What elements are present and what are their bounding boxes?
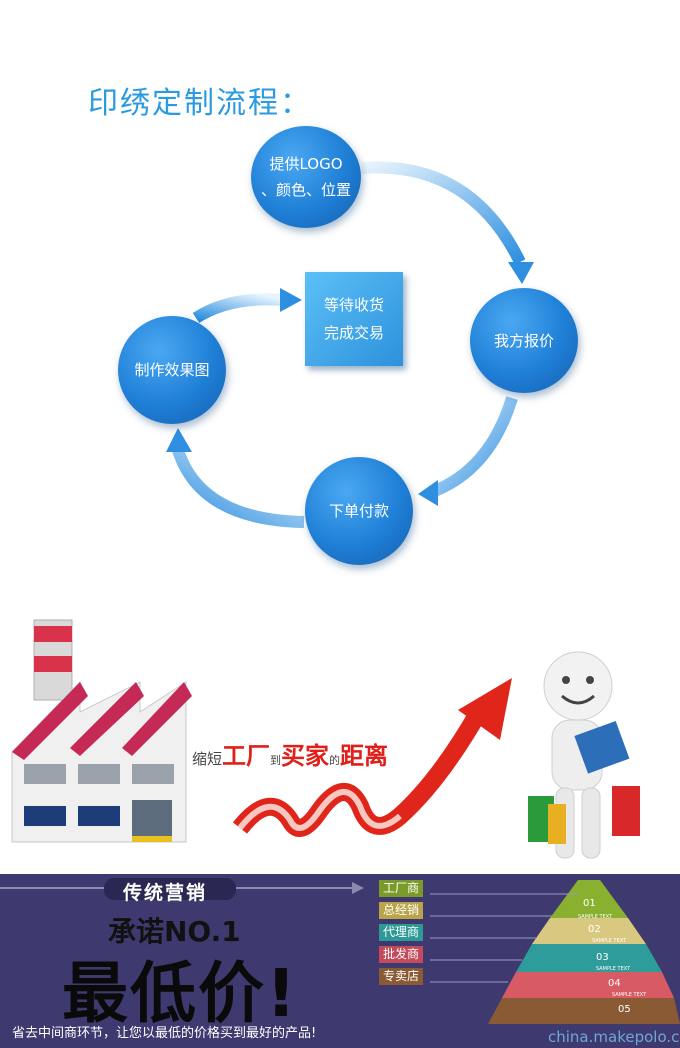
arrow-3-to-4 [172, 448, 305, 528]
step-provide-logo: 提供LOGO 、颜色、位置 [251, 126, 361, 228]
step-quote-label: 我方报价 [493, 331, 554, 350]
tagline-part2: 工厂 [222, 742, 271, 770]
label-line-arrow [352, 882, 364, 894]
tagline-part1: 缩短 [192, 750, 223, 768]
level-distributor: 总经销 [379, 902, 424, 919]
level-store: 专卖店 [379, 968, 424, 985]
step-provide-logo-line1: 提供LOGO [269, 155, 343, 173]
level-factory: 工厂商 [379, 880, 424, 897]
marketing-decor: 01 02 03 04 05 SAMPLE TEXT SAMPLE TEXT S… [0, 878, 680, 1024]
step-make-preview-label: 制作效果图 [134, 361, 210, 379]
tagline-part5: 的 [329, 754, 341, 767]
tagline-part4: 买家 [281, 742, 330, 770]
pyramid-icon [430, 880, 680, 1024]
arrow-1-to-2 [361, 161, 526, 265]
pyramid-sample-2: SAMPLE TEXT [592, 938, 627, 944]
step-receive-line1: 等待收货 [323, 296, 384, 314]
arrow-head-2 [418, 480, 438, 506]
pyramid-num-4: 04 [608, 978, 621, 989]
step-make-preview: 制作效果图 [118, 316, 226, 424]
arrow-head-3 [166, 428, 192, 452]
traditional-marketing-label: 传统营销 [122, 882, 207, 904]
shopper-figure-icon [528, 651, 640, 859]
promise-text: 承诺NO.1 [108, 915, 241, 948]
arrow-head-1 [508, 262, 534, 284]
pyramid-num-2: 02 [588, 924, 601, 935]
step-receive-complete: 等待收货 完成交易 [305, 272, 403, 366]
pyramid-sample-3: SAMPLE TEXT [596, 966, 631, 972]
factory-icon [11, 619, 192, 843]
pyramid-num-3: 03 [596, 952, 609, 963]
savings-note: 省去中间商环节，让您以最低的价格买到最好的产品! [12, 1026, 317, 1041]
step-provide-logo-line2: 、颜色、位置 [260, 181, 351, 199]
flow-arrows [166, 161, 534, 528]
pyramid-sample-4: SAMPLE TEXT [612, 992, 647, 998]
factory-to-buyer-illustration [11, 619, 640, 859]
tagline: 缩短工厂到买家的距离 [192, 736, 388, 771]
rising-arrow-icon [232, 678, 512, 837]
arrow-4-to-5 [192, 293, 283, 324]
arrow-head-4 [280, 288, 302, 312]
level-wholesaler: 批发商 [379, 946, 424, 963]
pyramid-num-5: 05 [618, 1004, 631, 1015]
label-pill [104, 878, 236, 900]
step-receive-line2: 完成交易 [323, 324, 384, 342]
level-agent: 代理商 [379, 924, 424, 941]
step-order-pay-label: 下单付款 [328, 502, 389, 520]
watermark: china.makepolo.com [548, 1028, 680, 1046]
page-title: 印绣定制流程： [88, 86, 312, 121]
tagline-part3: 到 [270, 754, 282, 767]
pyramid-num-1: 01 [583, 898, 596, 909]
tagline-part6: 距离 [340, 742, 389, 770]
step-quote: 我方报价 [470, 288, 578, 393]
lowest-price-headline: 最低价! [62, 955, 299, 1032]
arrow-2-to-3 [429, 396, 518, 498]
step-order-pay: 下单付款 [305, 457, 413, 565]
pyramid-sample-1: SAMPLE TEXT [578, 914, 613, 920]
